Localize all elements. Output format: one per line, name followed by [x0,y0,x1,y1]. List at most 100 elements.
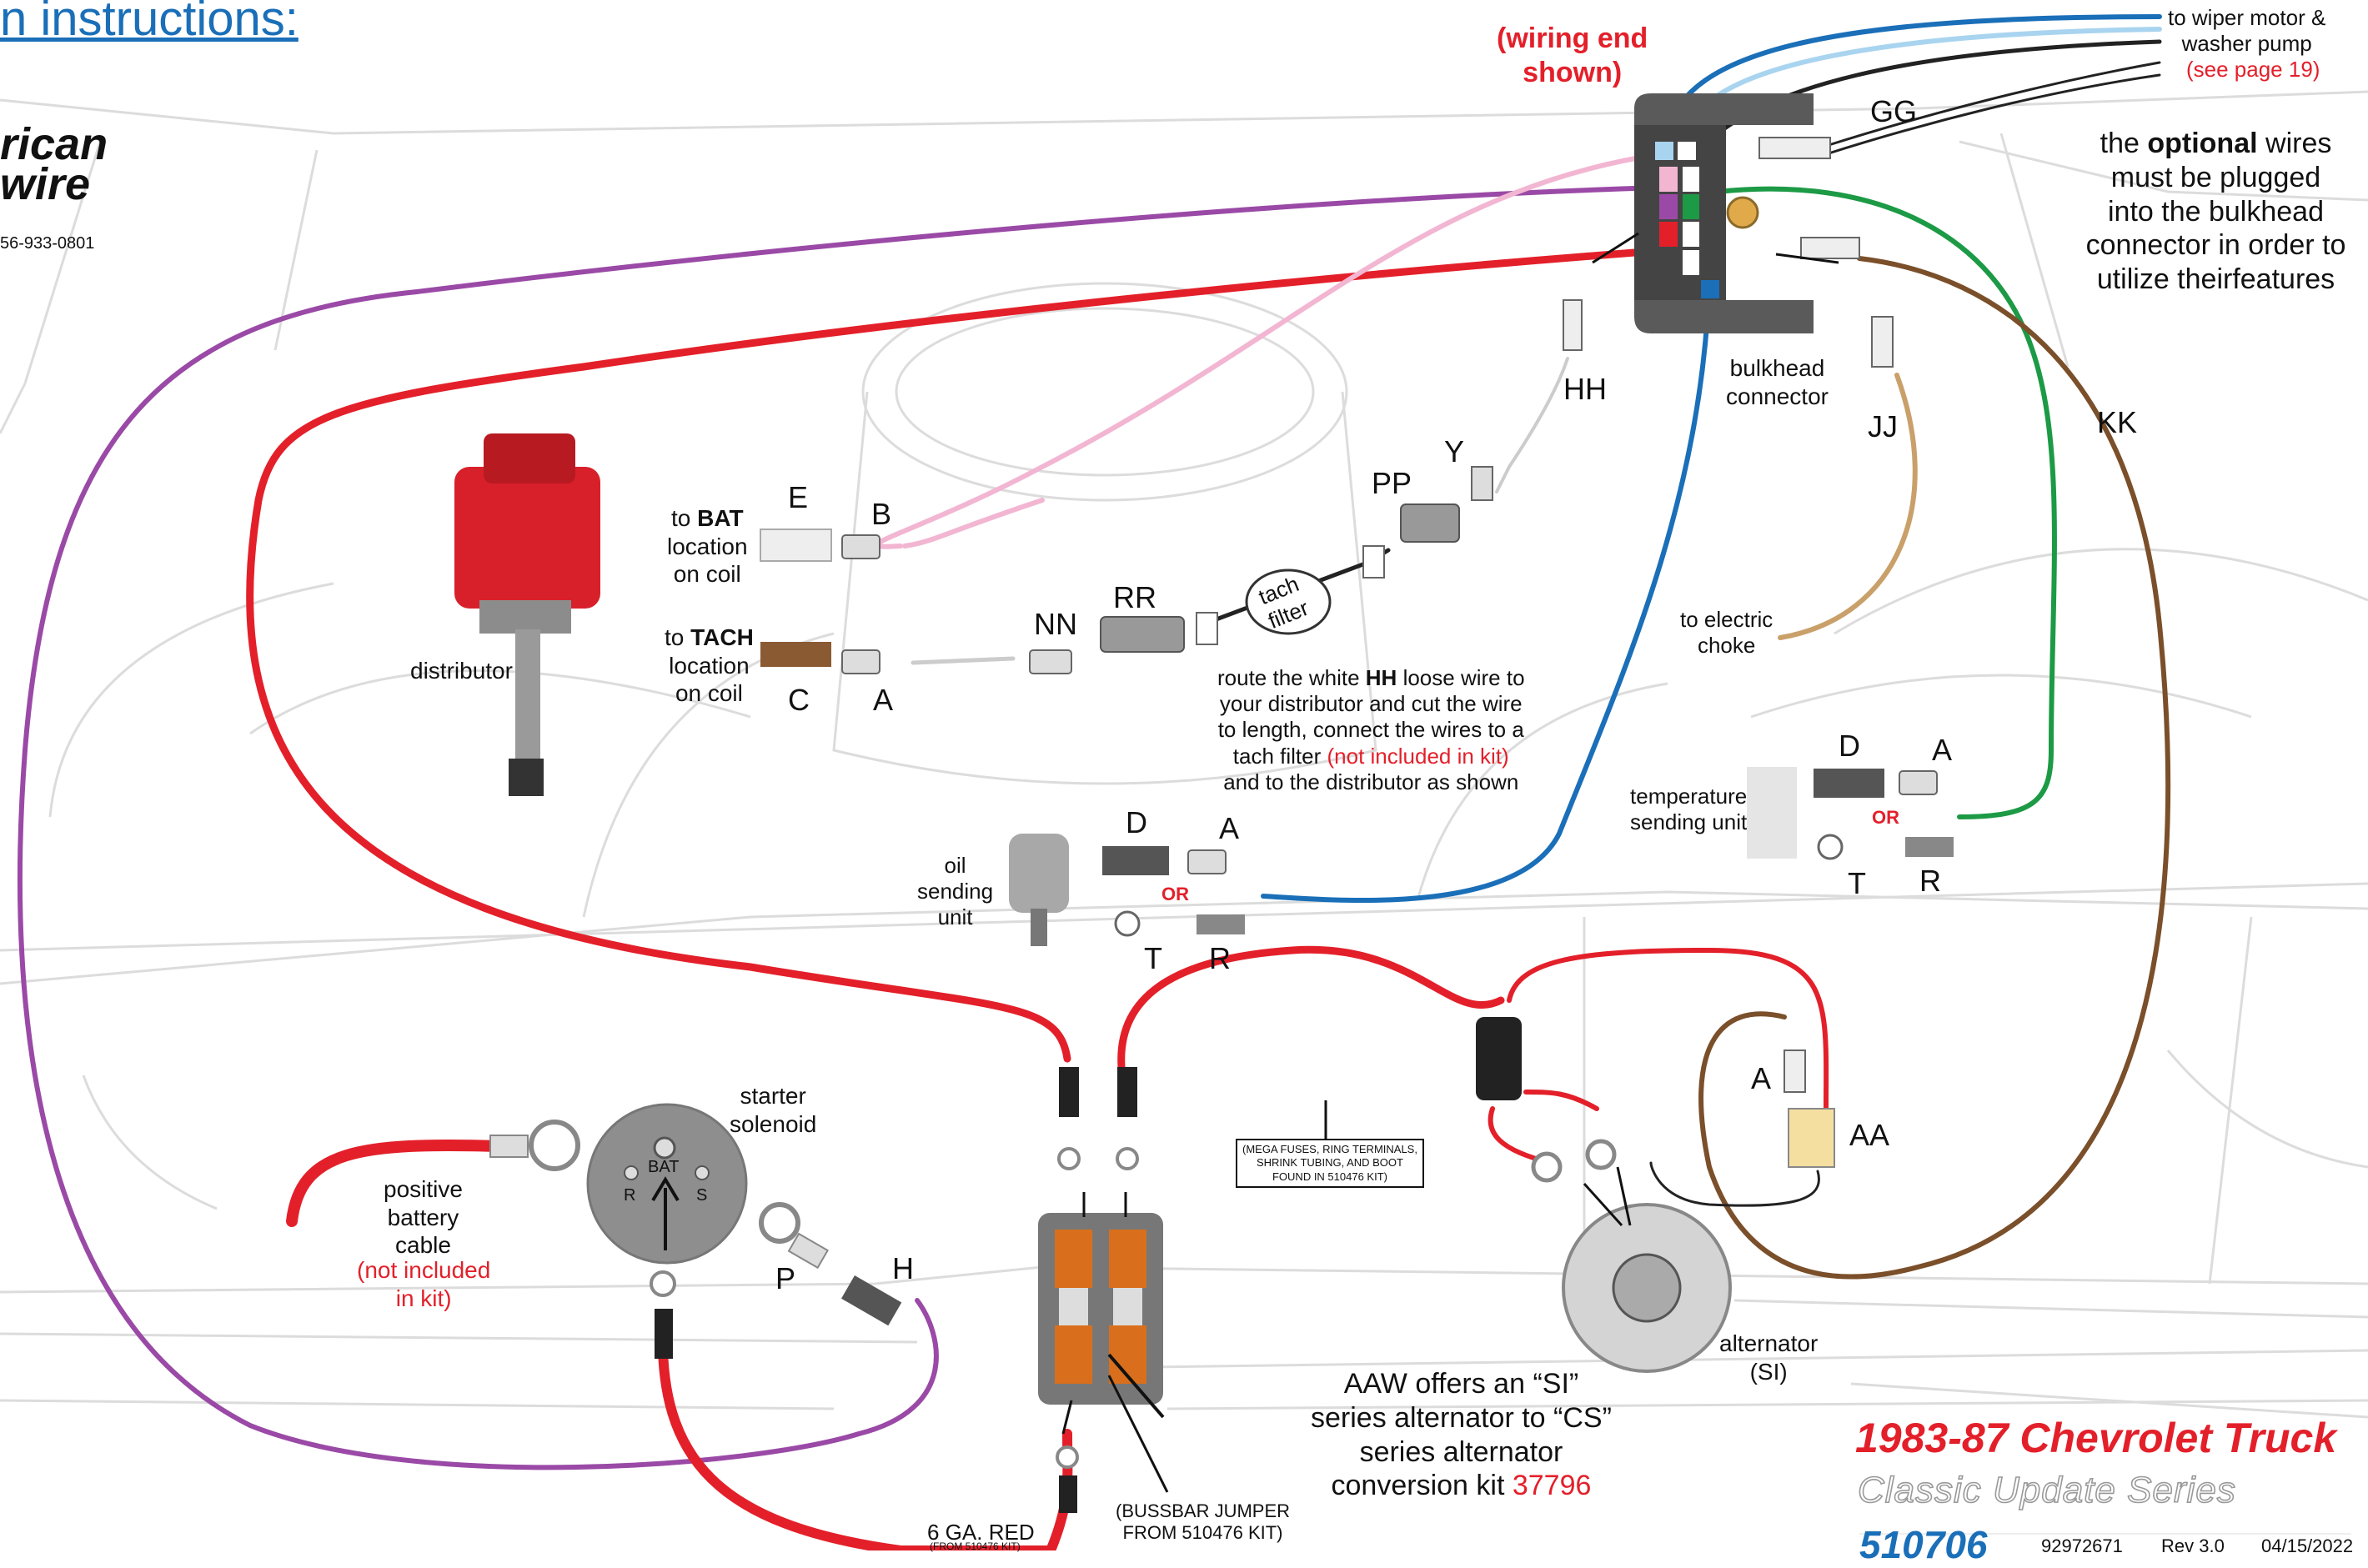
c-label: C [788,683,810,717]
brand-logo-line1: rican [0,119,108,169]
bussbar-label: (BUSSBAR JUMPER FROM 510476 KIT) [1116,1500,1291,1544]
black-alt-lead [1649,1161,1820,1207]
to-choke-label: to electric choke [1680,607,1773,659]
alternator-label: alternator (SI) [1719,1330,1819,1385]
h-label: H [892,1251,914,1285]
footer-rev: Rev 3.0 [2161,1535,2225,1556]
wires [17,14,2171,1555]
bulkhead-label: bulkhead connector [1726,355,1829,409]
sending-units [1009,767,1954,946]
to-wiper-label: to wiper motor & washer pump [2168,5,2326,57]
optional-pre: the [2100,128,2148,159]
mega-fuse-block [1038,1067,1165,1513]
mega-fuse-note: (MEGA FUSES, RING TERMINALS, SHRINK TUBI… [1236,1139,1424,1188]
route-pre: route the white [1217,665,1366,690]
gg-label: GG [1870,94,1918,128]
route-bold: HH [1365,665,1397,690]
r-terminal-label: R [624,1186,636,1205]
starter-solenoid-label: starter solenoid [730,1083,817,1137]
instructions-link[interactable]: n instructions: [0,0,299,46]
pink-wire-b [902,498,1045,549]
route-note: route the white HH loose wire to your di… [1217,665,1525,795]
brown-wire-alt [1698,256,2171,1280]
optional-post: wires must be plugged into the bulkhead … [2085,128,2346,296]
to-tach-bold: TACH [690,624,754,650]
footer-code: 92972671 [2041,1535,2123,1556]
nn-label: NN [1034,607,1077,641]
positive-battery-label: positive battery cable [384,1176,463,1259]
gg-wires [1824,61,2161,148]
see-page-label: (see page 19) [2186,57,2320,82]
alternator-illustration [1476,1017,1835,1373]
a-temp-label: A [1932,733,1953,767]
b-label: B [871,497,892,531]
aaw-offers-text: AAW offers an “SI” series alternator to … [1311,1368,1612,1502]
footer-title: 1983-87 Chevrolet Truck [1855,1415,2337,1461]
route-mid: loose wire to your distributor and cut t… [1217,665,1525,769]
aaw-kit-number: 37796 [1512,1470,1592,1502]
aa-label: AA [1849,1118,1890,1152]
s-terminal-label: S [696,1186,708,1205]
e-label: E [788,480,809,514]
tan-wire-choke [1778,373,1918,640]
d-oil-label: D [1126,805,1147,839]
distributor-illustration [454,433,600,796]
bat-terminal-label: BAT [648,1158,680,1176]
or-temp-label: OR [1872,807,1899,828]
r-temp-label: R [1919,864,1941,898]
hh-label: HH [1563,372,1607,406]
six-ga-sub-label: (FROM 510476 KIT) [930,1540,1021,1552]
kk-label: KK [2097,405,2138,439]
a-alt-label: A [1751,1061,1772,1095]
a-coil-label: A [873,683,894,717]
t-oil-label: T [1144,941,1162,975]
optional-bold: optional [2147,128,2258,159]
route-red: (not included in kit) [1327,743,1509,769]
route-post: and to the distributor as shown [1223,769,1519,794]
to-tach-post: location on coil [669,652,750,707]
background-outline [0,90,2368,1419]
to-tach-pre: to [665,624,691,650]
optional-wires-note: the optional wires must be plugged into … [2068,127,2364,297]
red-wire-fuse-stub [1523,1090,1599,1111]
to-bat-post: location on coil [667,533,748,588]
green-wire-temp [1715,186,2057,819]
red-wire-main [246,246,1672,1063]
six-ga-label: 6 GA. RED [927,1520,1035,1545]
oil-unit-label: oil sending unit [917,853,994,930]
rr-label: RR [1113,580,1156,614]
red-wire-alt-b [1507,947,1829,1111]
pp-label: PP [1372,466,1412,500]
footer-date: 04/15/2022 [2261,1535,2354,1556]
jj-label: JJ [1868,409,1898,443]
red-battery-cable [286,1139,506,1227]
aaw-offers-note: AAW offers an “SI” series alternator to … [1311,1367,1612,1503]
brand-phone: 56-933-0801 [0,234,95,253]
tach-wire [911,656,1016,665]
t-temp-label: T [1848,866,1866,900]
red-6ga [657,1320,1073,1555]
temp-unit-label: temperature sending unit [1630,784,1748,835]
distributor-label: distributor [410,658,513,684]
footer-part-number: 510706 [1859,1523,1988,1566]
starter-solenoid-illustration [489,1103,902,1359]
d-temp-label: D [1839,729,1860,763]
to-bat-bold: BAT [697,505,744,531]
hh-wire [1495,357,1569,493]
not-included-label: (not included in kit) [357,1257,491,1311]
leader-lines [1061,232,1839,1493]
p-label: P [775,1261,796,1295]
red-wire-alt [1117,945,1505,1071]
blue-wire-oil [1261,281,1712,903]
a-oil-label: A [1219,811,1240,845]
or-oil-label: OR [1161,884,1189,904]
to-bat-pre: to [670,505,698,531]
wiring-end-label: (wiring end shown) [1497,23,1648,88]
brand-logo-line2: wire [0,159,91,209]
y-label: Y [1444,434,1465,468]
coil-connectors [760,137,1894,674]
